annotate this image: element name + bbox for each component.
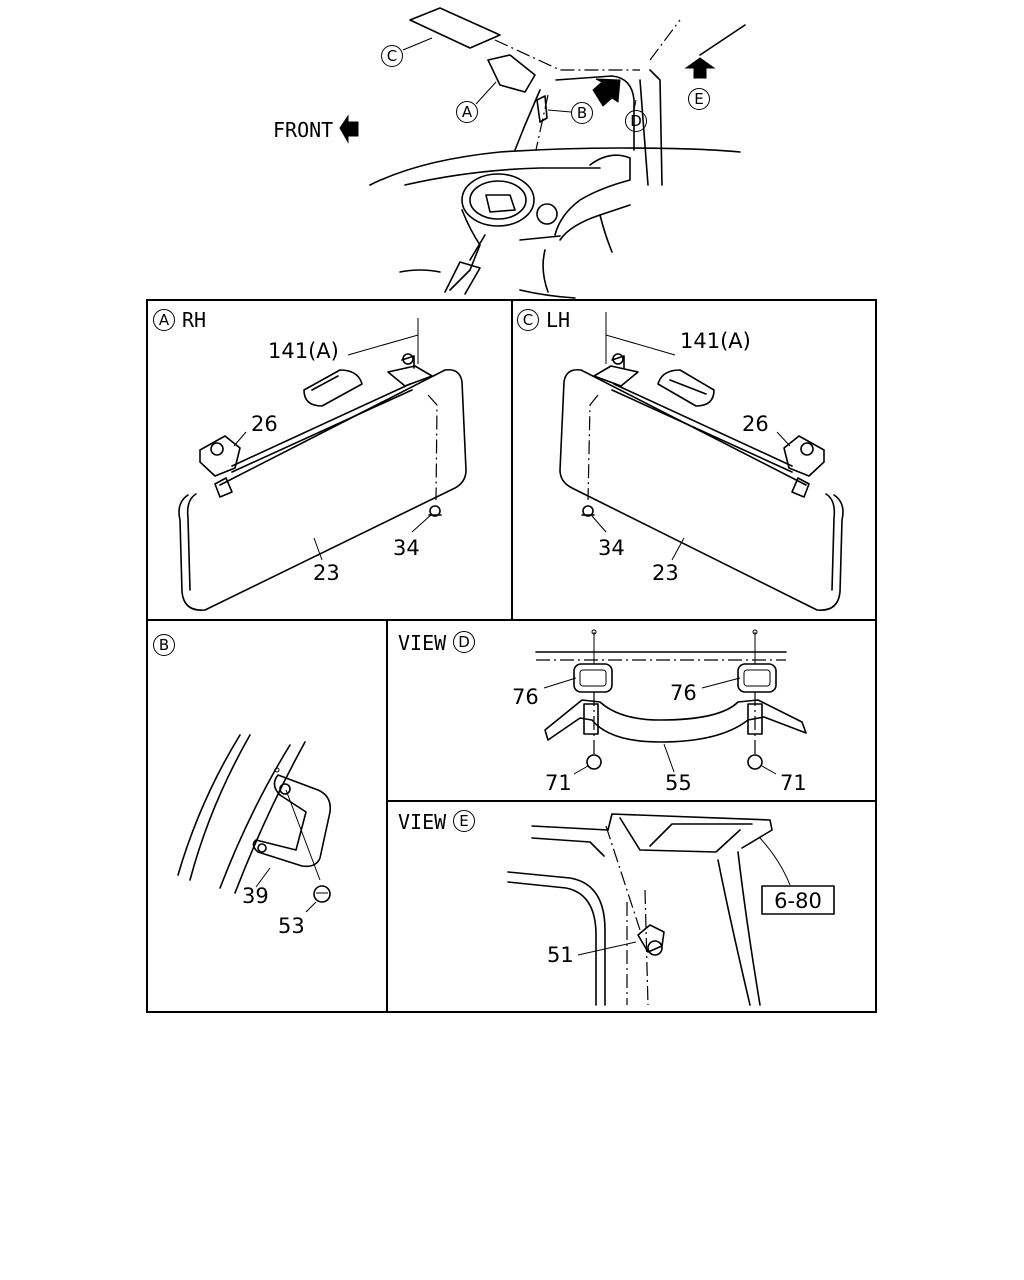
part-34-rh: 34 <box>393 536 420 560</box>
sun-visor-rh <box>178 368 467 611</box>
svg-text:E: E <box>459 812 468 830</box>
svg-text:B: B <box>577 104 587 122</box>
callout-a-overview: A <box>456 81 497 123</box>
part-76-right: 76 <box>670 681 697 705</box>
panel-a-letter-circle <box>153 309 175 331</box>
panel-a-side: RH <box>182 308 206 332</box>
part-141-rh: 141(A) <box>268 339 339 363</box>
svg-text:C: C <box>387 47 397 65</box>
part-26-lh: 26 <box>742 412 769 436</box>
callout-e-overview: E <box>688 88 710 110</box>
svg-text:6-80: 6-80 <box>774 889 822 913</box>
panel-b: B <box>153 634 332 913</box>
panel-c-lh: C LH <box>517 308 844 611</box>
part-23-rh: 23 <box>313 561 340 585</box>
panel-c-letter-circle <box>517 309 539 331</box>
part-71-left: 71 <box>545 771 572 795</box>
sun-visor-lh <box>559 368 844 611</box>
cab-overview-illustration <box>339 7 746 299</box>
callout-b-overview: B <box>547 102 593 124</box>
assist-grip-55 <box>544 699 807 743</box>
svg-text:D: D <box>458 633 470 651</box>
callout-d-overview: D <box>625 99 647 132</box>
assist-grip-39 <box>252 774 332 868</box>
panel-e-letter: E <box>453 810 475 832</box>
part-26-rh: 26 <box>251 412 278 436</box>
svg-text:A: A <box>462 103 473 121</box>
svg-text:E: E <box>694 90 703 108</box>
part-39: 39 <box>242 884 269 908</box>
svg-text:D: D <box>630 112 642 130</box>
panel-d-letter: D <box>453 631 475 653</box>
front-label: FRONT <box>273 118 333 142</box>
callout-c-overview: C <box>381 37 433 67</box>
part-71-right: 71 <box>780 771 807 795</box>
panel-a-rh: A RH <box>153 308 467 611</box>
part-141-lh: 141(A) <box>680 329 751 353</box>
panel-b-letter-circle <box>153 634 175 656</box>
view-d-label: VIEW <box>398 631 447 655</box>
part-34-lh: 34 <box>598 536 625 560</box>
part-76-left: 76 <box>512 685 539 709</box>
svg-text:C: C <box>523 311 533 329</box>
panel-d-grip-assembly <box>535 629 807 775</box>
view-e-label: VIEW <box>398 810 447 834</box>
svg-text:A: A <box>159 311 170 329</box>
clip-51 <box>637 924 665 953</box>
ref-box-6-80: 6-80 <box>761 885 835 915</box>
part-23-lh: 23 <box>652 561 679 585</box>
panel-e-pillar-assembly <box>507 813 791 1006</box>
panel-c-side: LH <box>546 308 570 332</box>
part-55: 55 <box>665 771 692 795</box>
part-51: 51 <box>547 943 574 967</box>
part-53: 53 <box>278 914 305 938</box>
svg-text:B: B <box>159 636 169 654</box>
